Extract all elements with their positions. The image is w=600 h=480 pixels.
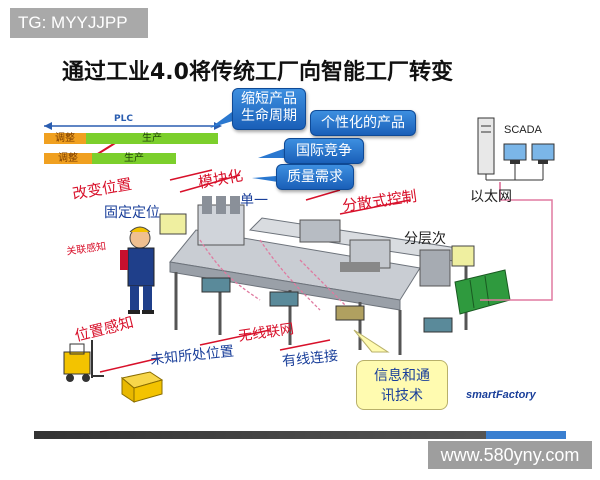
ict-bubble-line2: 讯技术 (381, 388, 423, 404)
plc-row2-produce: 生产 (92, 153, 176, 164)
scada-equipment (477, 117, 555, 181)
watermark-top: TG: MYYJJPP (10, 8, 148, 38)
label-ethernet: 以太网 (470, 189, 512, 205)
plc-row1-adjust: 调整 (44, 133, 86, 144)
callout-personalized-products: 个性化的产品 (310, 110, 416, 136)
conveyor-line (159, 196, 511, 355)
plc-row2-adjust: 调整 (44, 153, 92, 164)
ict-bubble-line1: 信息和通 (374, 368, 430, 384)
callout-shorter-lifecycle-line2: 生命周期 (241, 108, 297, 124)
label-layered: 分层次 (404, 231, 446, 247)
beer-crate (120, 371, 164, 403)
watermark-bottom: www.580yny.com (428, 441, 592, 469)
callout-global-competition: 国际竞争 (284, 138, 364, 164)
footer-bar (34, 431, 566, 439)
label-single: 单一 (240, 193, 268, 209)
plc-arrow (44, 122, 222, 130)
slide-title: 通过工业4.0将传统工厂向智能工厂转变 (62, 60, 453, 85)
smartfactory-logo: smartFactory (466, 389, 536, 401)
worker-figure (120, 226, 155, 314)
callout-shorter-lifecycle: 缩短产品 生命周期 (232, 88, 306, 130)
forklift-figure (63, 340, 104, 382)
label-scada: SCADA (504, 124, 542, 136)
callout-quality-demand: 质量需求 (276, 164, 354, 190)
plc-row1-produce: 生产 (86, 133, 218, 144)
plc-label: PLC (114, 114, 133, 124)
label-fixed-position: 固定定位 (104, 205, 160, 221)
callout-shorter-lifecycle-line1: 缩短产品 (241, 91, 297, 107)
ict-bubble: 信息和通 讯技术 (356, 360, 448, 410)
